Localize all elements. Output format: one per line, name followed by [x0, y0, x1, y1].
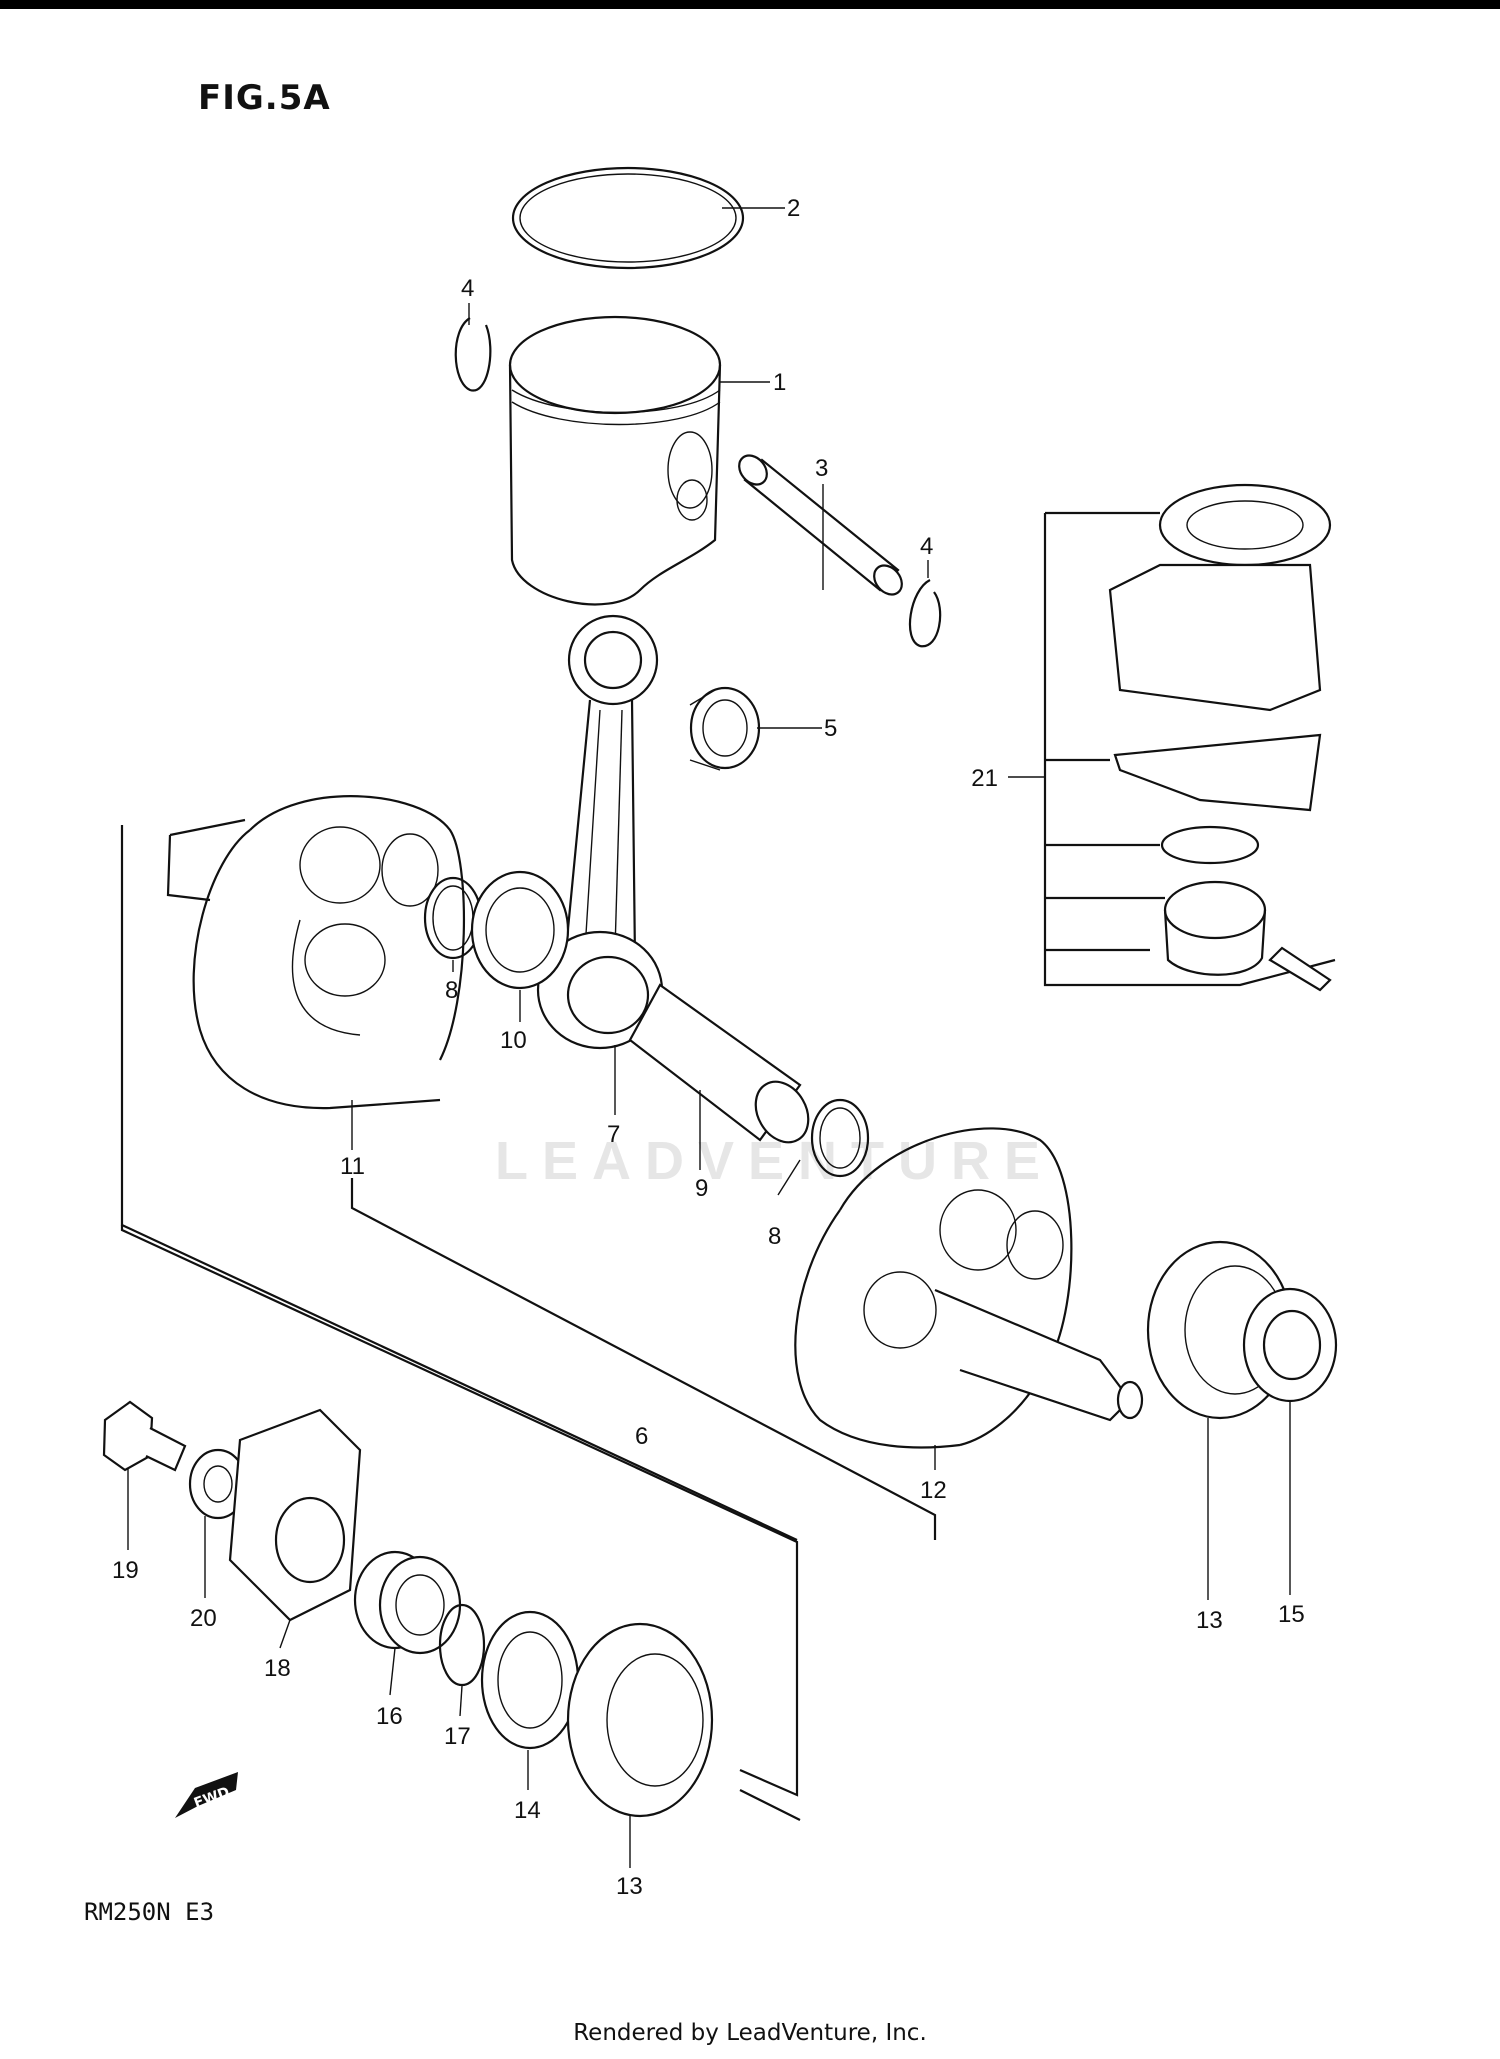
- callout-11: 11: [340, 1153, 365, 1180]
- piston-pin-drawing: [738, 454, 903, 596]
- callout-18: 18: [264, 1655, 291, 1682]
- callout-12: 12: [920, 1477, 947, 1504]
- callout-13-right: 13: [1196, 1607, 1223, 1634]
- needle-bearing-big-drawing: [470, 870, 570, 990]
- callout-20: 20: [190, 1605, 217, 1632]
- callout-16: 16: [376, 1703, 403, 1730]
- callout-8-right: 8: [768, 1223, 781, 1250]
- bearing-left-drawing: [566, 1622, 714, 1818]
- primary-gear-drawing: [228, 1408, 362, 1622]
- crank-right-drawing: [794, 1127, 1144, 1449]
- needle-bearing-small-drawing: [689, 686, 761, 771]
- oil-seal-right-drawing: [1242, 1287, 1338, 1403]
- piston-drawing: [508, 315, 722, 606]
- callout-21: 21: [971, 765, 998, 792]
- top-end-kit-inset: [1043, 483, 1336, 992]
- callout-9: 9: [695, 1175, 708, 1202]
- spacer-drawing: [353, 1550, 462, 1655]
- oil-seal-left-drawing: [480, 1610, 580, 1750]
- model-code: RM250N E3: [84, 1898, 215, 1926]
- fwd-arrow-icon: FWD: [175, 1772, 238, 1818]
- callout-19: 19: [112, 1557, 139, 1584]
- callout-labels: 2 4 1 3 4 5 21 8 10 7 11 9 8 6 12 13 15 …: [112, 195, 1305, 1900]
- footer-credit: Rendered by LeadVenture, Inc.: [573, 2020, 927, 2046]
- callout-7: 7: [607, 1121, 620, 1148]
- callout-13-left: 13: [616, 1873, 643, 1900]
- callout-4-right: 4: [920, 533, 933, 560]
- crank-left-drawing: [166, 795, 466, 1110]
- top-border: [0, 0, 1500, 9]
- circlip-right-drawing: [908, 579, 942, 648]
- callout-14: 14: [514, 1797, 541, 1824]
- callout-1: 1: [773, 369, 786, 396]
- callout-10: 10: [500, 1027, 527, 1054]
- bolt-drawing: [102, 1400, 187, 1472]
- figure-title: FIG.5A: [198, 78, 331, 118]
- callout-5: 5: [824, 715, 837, 742]
- watermark: LEADVENTURE: [495, 1131, 1055, 1191]
- circlip-left-drawing: [454, 317, 492, 392]
- callout-4-top: 4: [461, 275, 474, 302]
- callout-6: 6: [635, 1423, 648, 1450]
- connecting-rod-drawing: [536, 614, 664, 1050]
- callout-8-left: 8: [445, 977, 458, 1004]
- leader-lines: [127, 207, 1291, 1868]
- callout-17: 17: [444, 1723, 471, 1750]
- thrust-washer-right-drawing: [810, 1098, 870, 1178]
- piston-ring-drawing: [511, 166, 745, 270]
- o-ring-drawing: [438, 1603, 486, 1687]
- crankshaft-assembly-bracket: [120, 825, 937, 1821]
- crank-pin-drawing: [628, 983, 810, 1144]
- callout-3: 3: [815, 455, 828, 482]
- callout-2: 2: [787, 195, 800, 222]
- callout-15: 15: [1278, 1601, 1305, 1628]
